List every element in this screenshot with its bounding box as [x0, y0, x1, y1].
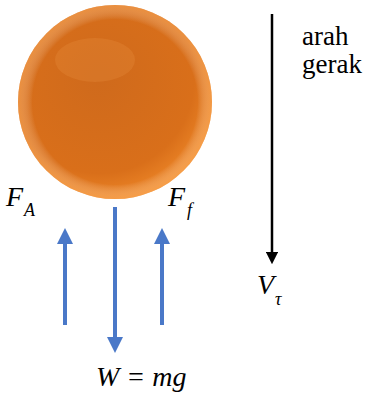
force-symbol: F [168, 182, 185, 211]
force-subscript: A [24, 201, 35, 220]
motion-direction-arrow [271, 14, 274, 258]
motion-direction-label: arah gerak [302, 22, 384, 79]
force-subscript: f [187, 201, 192, 220]
friction-force-arrow [160, 236, 164, 325]
weight-equation: W = mg [96, 362, 186, 391]
force-symbol: F [6, 182, 23, 211]
velocity-subscript: τ [275, 290, 281, 309]
buoyant-force-arrow [63, 236, 67, 325]
velocity-symbol: V [257, 270, 274, 299]
weight-arrow [113, 207, 117, 345]
ball [18, 5, 212, 199]
